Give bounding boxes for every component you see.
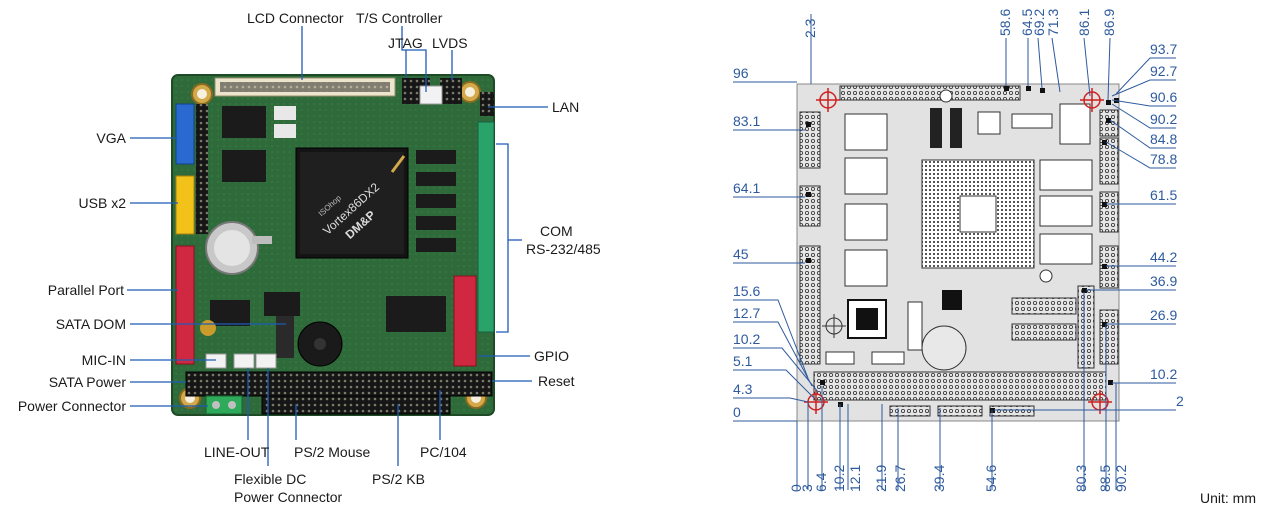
- dim-left-45: 45: [733, 246, 749, 262]
- dim-bottom-88-5: 88.5: [1097, 464, 1113, 492]
- label-pc104: PC/104: [420, 444, 467, 460]
- dimension-lines: [733, 14, 1176, 490]
- dim-right-84-8: 84.8: [1150, 131, 1178, 147]
- dim-right-26-9: 26.9: [1150, 307, 1178, 323]
- dim-top-86-1: 86.1: [1076, 8, 1092, 36]
- dim-right-44-2: 44.2: [1150, 249, 1178, 265]
- dim-left-96: 96: [733, 65, 749, 81]
- dim-bottom-26-7: 26.7: [892, 464, 908, 492]
- leader-lines-left: [127, 26, 548, 466]
- dim-bottom-12-1: 12.1: [847, 464, 863, 492]
- dim-left-15-6: 15.6: [733, 283, 761, 299]
- label-parallel-port: Parallel Port: [47, 282, 124, 298]
- dim-left-83-1: 83.1: [733, 113, 761, 129]
- label-lan: LAN: [552, 99, 580, 115]
- label-com-type: RS-232/485: [526, 241, 601, 257]
- dim-top-58-6: 58.6: [997, 8, 1013, 36]
- label-ts-controller: T/S Controller: [356, 10, 443, 26]
- dim-bottom-90-2: 90.2: [1113, 464, 1129, 492]
- label-usb: USB x2: [78, 195, 126, 211]
- dim-bottom-39-4: 39.4: [931, 464, 947, 492]
- dim-right-2: 2: [1176, 393, 1184, 409]
- dim-left-10-2: 10.2: [733, 331, 761, 347]
- label-ps2-kb: PS/2 KB: [372, 471, 425, 487]
- dim-right-90-6: 90.6: [1150, 89, 1178, 105]
- dim-right-36-9: 36.9: [1150, 273, 1178, 289]
- dim-bottom-21-9: 21.9: [873, 464, 889, 492]
- dim-left-4-3: 4.3: [733, 381, 753, 397]
- dim-bottom-10-2: 10.2: [831, 464, 847, 492]
- label-flexible-dc: Flexible DC: [234, 471, 307, 487]
- label-mic-in: MIC-IN: [81, 352, 126, 368]
- dim-left-12-7: 12.7: [733, 305, 761, 321]
- dim-top-71-3: 71.3: [1045, 8, 1061, 36]
- dim-right-61-5: 61.5: [1150, 187, 1178, 203]
- dim-right-90-2: 90.2: [1150, 111, 1178, 127]
- label-sata-power: SATA Power: [48, 374, 126, 390]
- label-gpio: GPIO: [534, 348, 570, 364]
- label-sata-dom: SATA DOM: [55, 316, 126, 332]
- label-reset: Reset: [538, 373, 575, 389]
- label-jtag: JTAG: [388, 35, 423, 51]
- dim-bottom-80-3: 80.3: [1073, 464, 1089, 492]
- label-flexible-dc-power: Power Connector: [234, 489, 343, 505]
- label-vga: VGA: [96, 130, 126, 146]
- label-ps2-mouse: PS/2 Mouse: [294, 444, 371, 460]
- board-photo: ISOhop Vortex86DX2 DM&P: [171, 74, 495, 416]
- dim-top-86-9: 86.9: [1101, 8, 1117, 36]
- dim-bottom-6-4: 6.4: [813, 472, 829, 492]
- label-com: COM: [540, 223, 573, 239]
- dim-left-0: 0: [733, 404, 741, 420]
- label-lcd-connector: LCD Connector: [247, 10, 344, 26]
- dim-right-10-2: 10.2: [1150, 366, 1178, 382]
- dim-right-92-7: 92.7: [1150, 63, 1178, 79]
- dim-left-5-1: 5.1: [733, 353, 753, 369]
- dim-bottom-54-6: 54.6: [983, 464, 999, 492]
- dim-top-2-3: 2.3: [802, 18, 818, 38]
- label-line-out: LINE-OUT: [204, 444, 270, 460]
- dim-right-78-8: 78.8: [1150, 151, 1178, 167]
- label-power-connector: Power Connector: [17, 398, 126, 414]
- unit-label: Unit: mm: [1200, 490, 1256, 506]
- dim-left-64-1: 64.1: [733, 180, 761, 196]
- dim-right-93-7: 93.7: [1150, 41, 1178, 57]
- dimension-drawing: [796, 83, 1120, 422]
- label-lvds: LVDS: [432, 35, 468, 51]
